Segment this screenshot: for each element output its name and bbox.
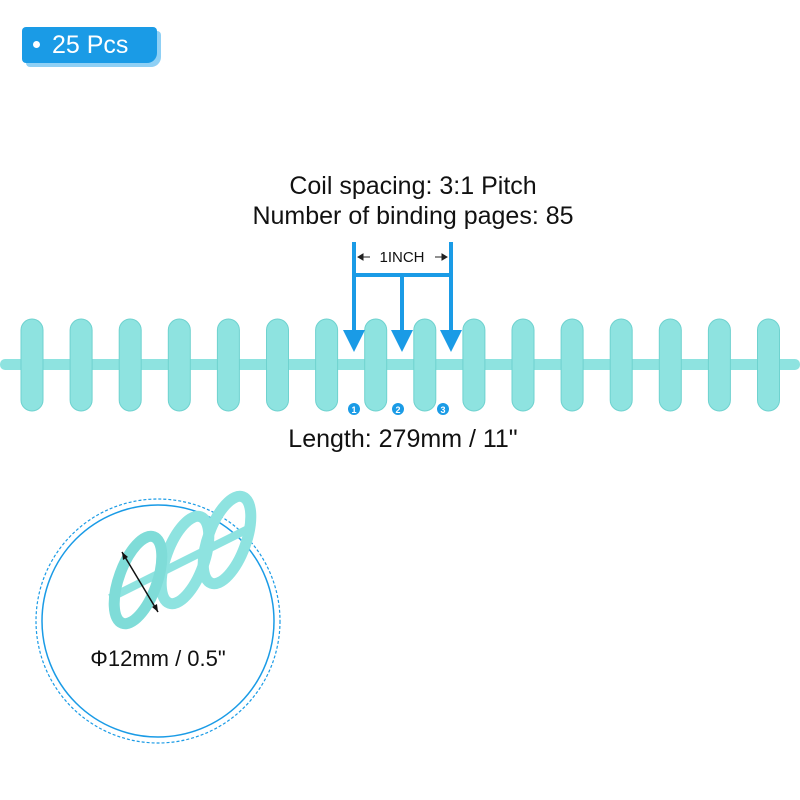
coil-ring xyxy=(364,318,388,412)
coil-ring xyxy=(658,318,682,412)
coil-spine xyxy=(0,359,800,370)
pitch-dimension xyxy=(352,242,453,335)
coil-ring xyxy=(315,318,339,412)
marker-3: 3 xyxy=(440,405,445,415)
coil-ring xyxy=(609,318,633,412)
diameter-label: Φ12mm / 0.5" xyxy=(90,646,225,671)
arrow-down-icons xyxy=(343,330,462,352)
inch-arrows xyxy=(357,253,448,261)
quantity-badge: 25 Pcs xyxy=(22,27,157,63)
coil-ring xyxy=(511,318,535,412)
coil-ring xyxy=(266,318,289,412)
coil-ring xyxy=(69,318,93,412)
coil-ring xyxy=(413,318,437,412)
bullet-icon xyxy=(33,40,40,48)
coil-spacing-text: Coil spacing: 3:1 Pitch xyxy=(289,172,537,200)
coil-ring xyxy=(462,318,486,412)
coil-rings xyxy=(20,318,780,412)
inch-label: 1INCH xyxy=(379,249,424,266)
position-markers: 1 2 3 xyxy=(348,403,449,415)
coil-ring xyxy=(20,318,44,412)
coil-ring xyxy=(167,318,191,412)
coil-ring xyxy=(757,318,780,412)
length-text: Length: 279mm / 11" xyxy=(288,425,518,453)
quantity-label: 25 Pcs xyxy=(52,31,129,59)
coil-ring xyxy=(118,318,142,412)
coil-ring xyxy=(560,318,584,412)
binding-pages-text: Number of binding pages: 85 xyxy=(252,202,574,230)
coil-ring xyxy=(707,318,731,412)
marker-1: 1 xyxy=(351,405,356,415)
diameter-inset: Φ12mm / 0.5" xyxy=(35,490,281,744)
marker-2: 2 xyxy=(395,405,400,415)
coil-ring xyxy=(216,318,240,412)
